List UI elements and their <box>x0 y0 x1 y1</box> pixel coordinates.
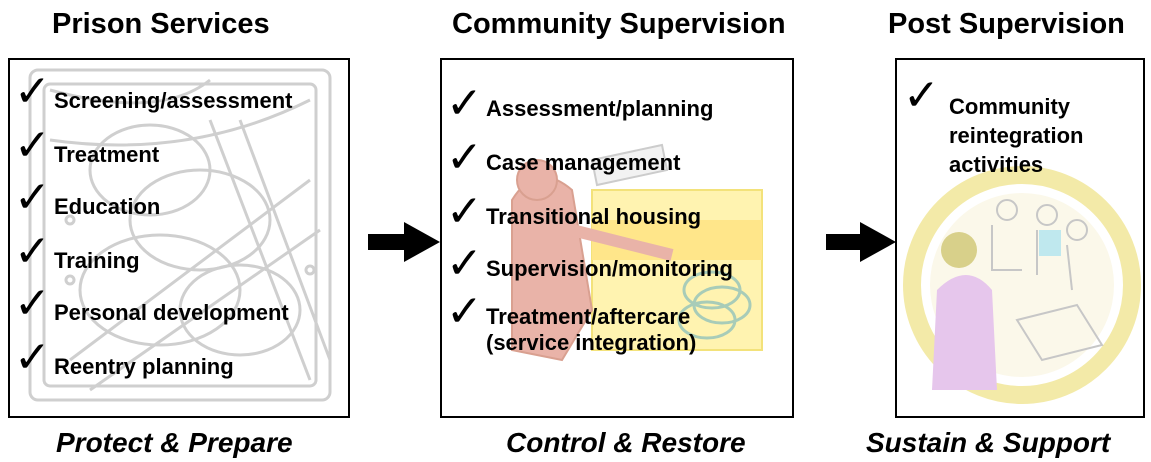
item-label: Reentry planning <box>54 354 234 379</box>
item-label: Personal development <box>54 300 289 325</box>
item-label: Assessment/planning <box>486 96 714 121</box>
check-icon: ✓ <box>14 332 51 383</box>
list-item: ✓ Reentry planning <box>10 336 348 380</box>
stage-title-community: Community Supervision <box>452 8 786 40</box>
list-item: ✓ Supervision/monitoring <box>442 242 792 288</box>
panel-prison-services: ✓ Screening/assessment ✓ Treatment ✓ Edu… <box>8 58 350 418</box>
item-label: Education <box>54 194 161 219</box>
list-item: ✓ Personal development <box>10 282 348 326</box>
item-label: Training <box>54 248 140 273</box>
list-item: ✓ Assessment/planning <box>442 82 792 128</box>
item-label: Transitional housing <box>486 204 702 229</box>
item-label-continued: (service integration) <box>486 330 697 355</box>
check-icon: ✓ <box>446 238 483 289</box>
check-icon: ✓ <box>14 172 51 223</box>
stage-footer-community: Control & Restore <box>506 427 746 458</box>
check-icon: ✓ <box>14 278 51 329</box>
check-icon: ✓ <box>446 78 483 129</box>
stage-title-post: Post Supervision <box>888 8 1125 40</box>
panel-post-supervision: ✓ Community reintegration activities <box>895 58 1145 418</box>
list-item: ✓ Case management <box>442 136 792 182</box>
check-icon: ✓ <box>903 70 940 121</box>
list-item: ✓ Screening/assessment <box>10 70 348 114</box>
supervision-illustration <box>511 143 763 362</box>
list-item: ✓ Training <box>10 230 348 274</box>
item-label: Screening/assessment <box>54 88 293 113</box>
list-item: ✓ Transitional housing <box>442 190 792 236</box>
list-item: ✓ Treatment/aftercare (service integrati… <box>442 290 792 366</box>
community-circle-illustration <box>903 166 1141 404</box>
check-icon: ✓ <box>446 132 483 183</box>
panel-community-supervision: ✓ Assessment/planning ✓ Case management … <box>440 58 794 418</box>
check-icon: ✓ <box>14 66 51 117</box>
check-icon: ✓ <box>446 186 483 237</box>
item-label: reintegration <box>949 123 1084 148</box>
item-label: Community <box>949 94 1070 119</box>
stage-title-prison: Prison Services <box>52 8 270 40</box>
stage-footer-prison: Protect & Prepare <box>56 427 293 458</box>
item-label: Supervision/monitoring <box>486 256 733 281</box>
item-label: Treatment/aftercare <box>486 304 691 329</box>
prison-bars-illustration <box>28 68 332 402</box>
check-icon: ✓ <box>14 120 51 171</box>
stage-footer-post: Sustain & Support <box>866 427 1111 458</box>
check-icon: ✓ <box>446 286 483 337</box>
item-label: Treatment <box>54 142 160 167</box>
item-label: Case management <box>486 150 681 175</box>
list-item: ✓ Treatment <box>10 124 348 168</box>
item-label: activities <box>949 152 1044 177</box>
check-icon: ✓ <box>14 226 51 277</box>
right-arrow-icon <box>368 222 440 262</box>
list-item: ✓ Community reintegration activities <box>897 74 1143 200</box>
right-arrow-icon <box>826 222 896 262</box>
list-item: ✓ Education <box>10 176 348 220</box>
